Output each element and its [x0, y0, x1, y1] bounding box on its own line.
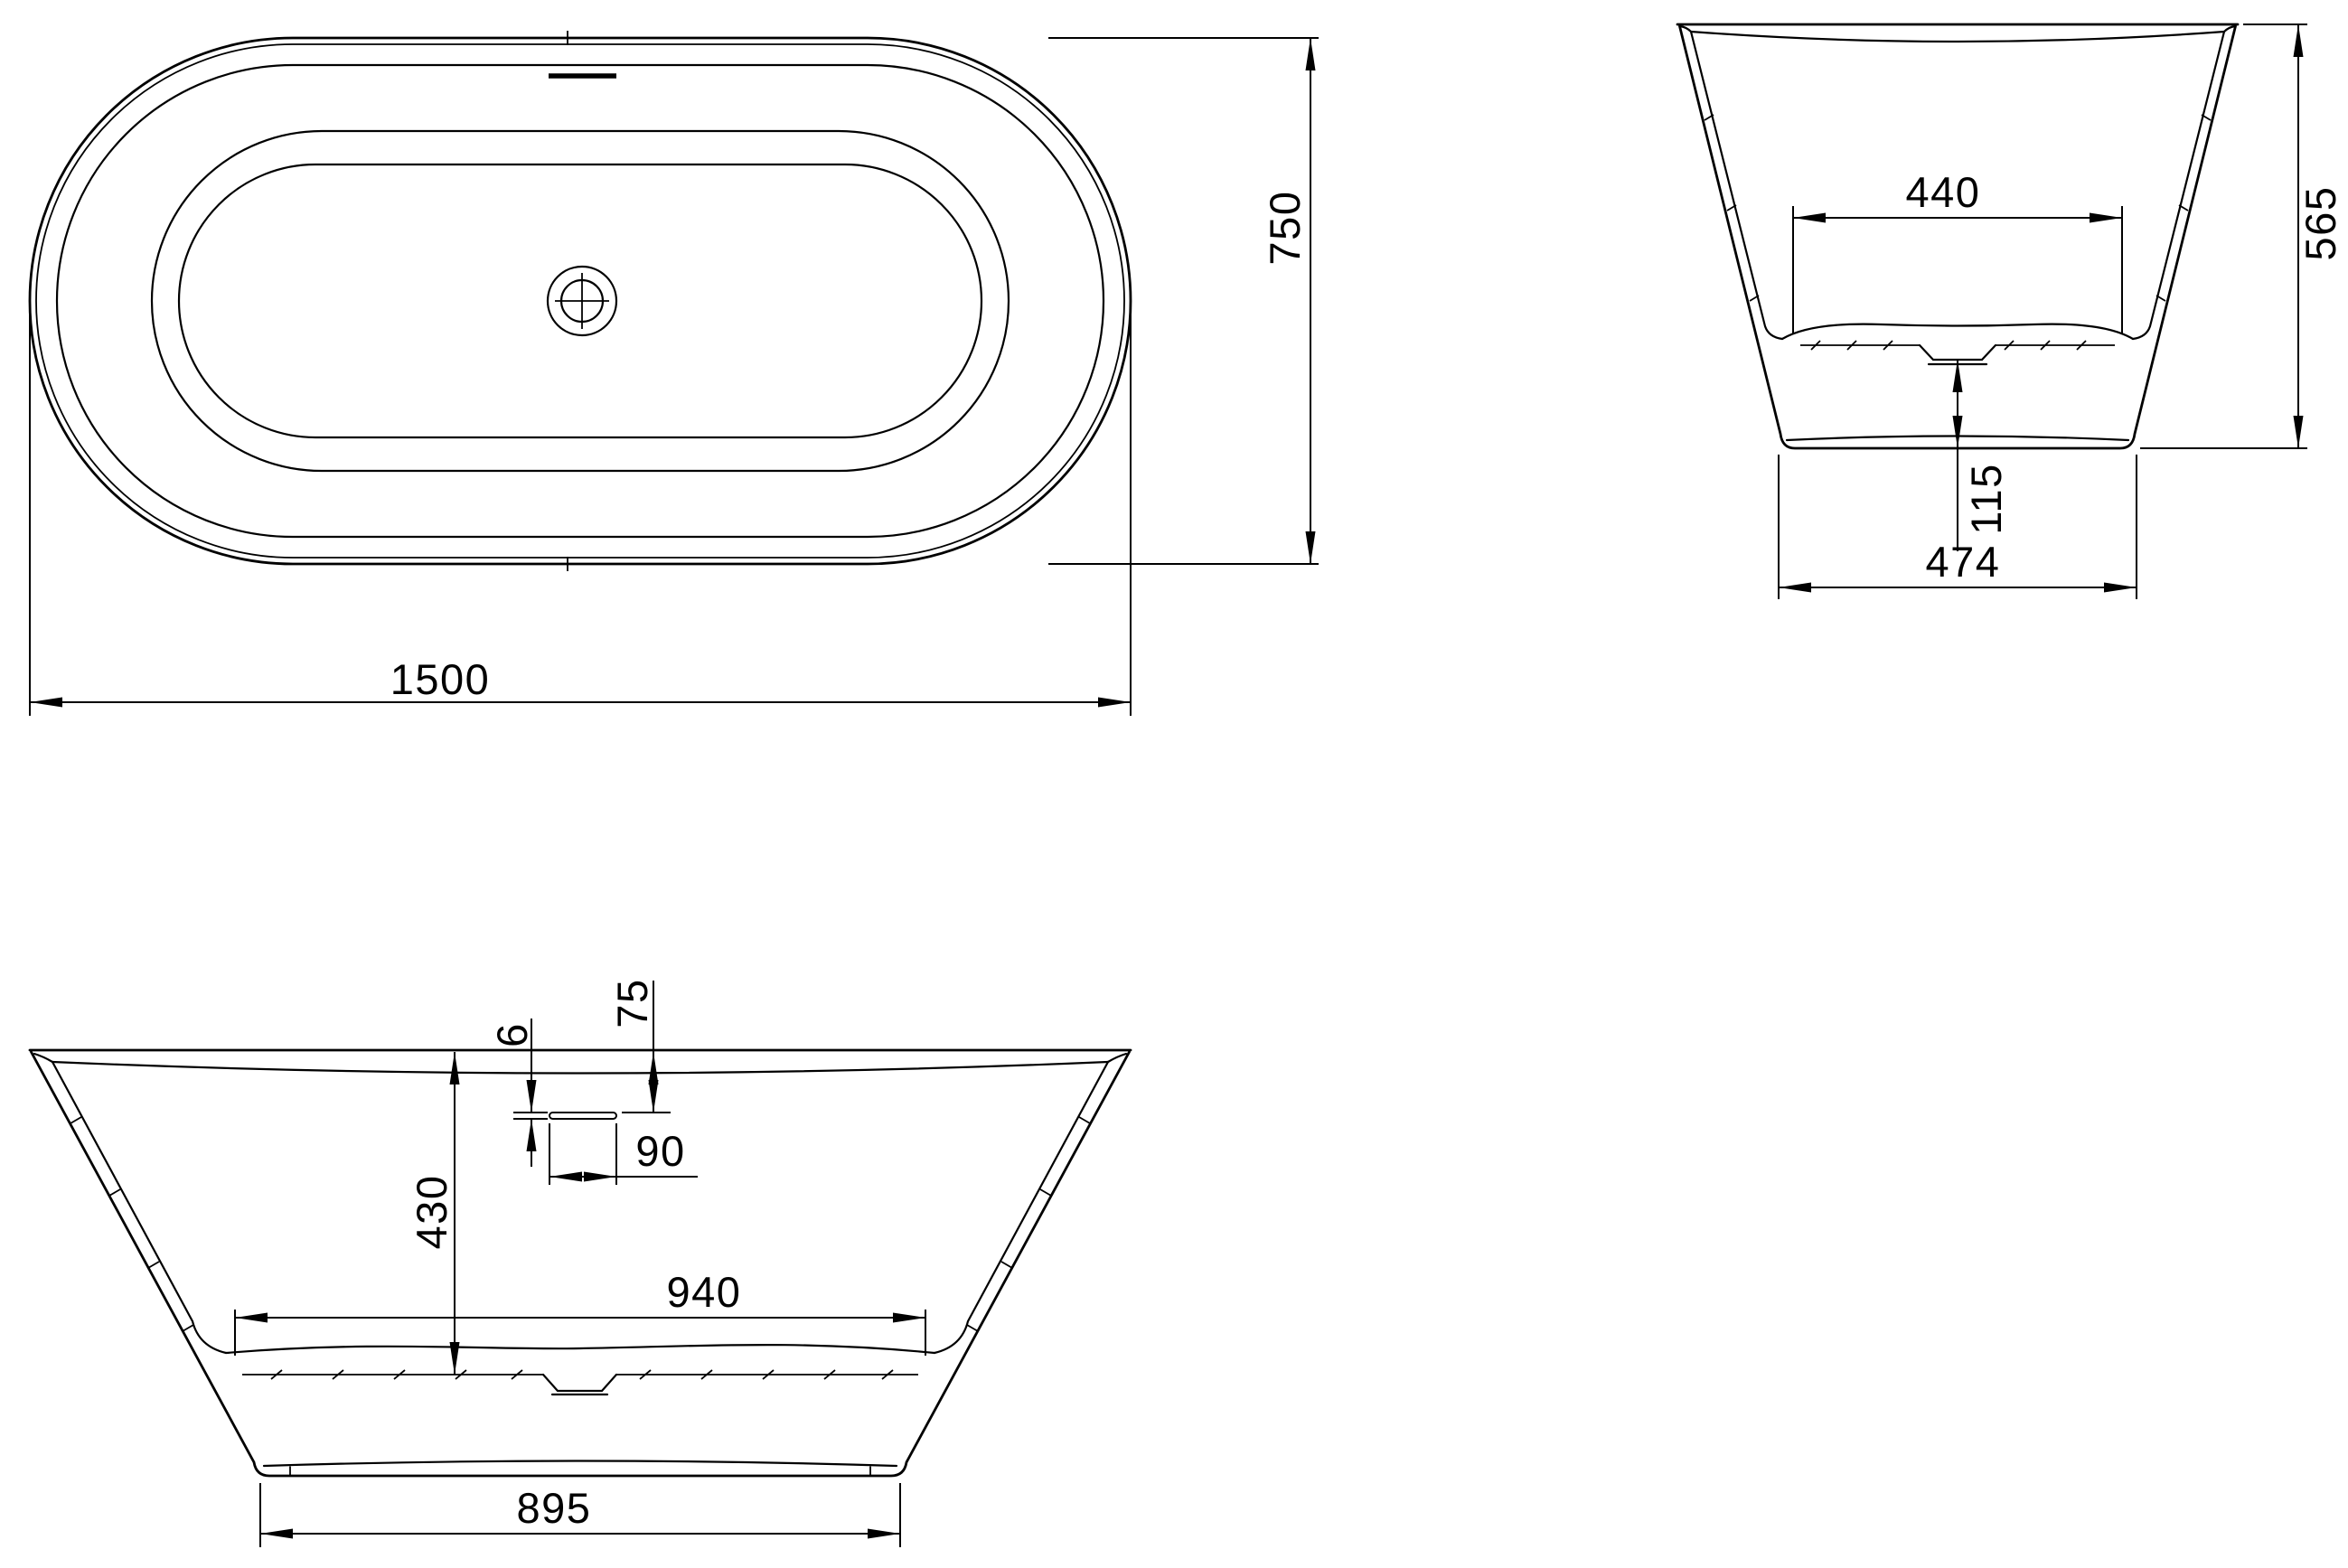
front-rim-lip: [51, 1060, 1110, 1075]
front-view: 6 75 90 430 940 895: [28, 978, 1132, 1547]
end-floor-width-label: 440: [1906, 168, 1981, 216]
dim-end-floor-width: 440: [1792, 168, 2123, 334]
front-depth-label: 430: [408, 1175, 456, 1250]
end-drain-offset-label: 115: [1962, 463, 2010, 534]
end-height-label: 565: [2296, 186, 2344, 261]
plan-view: 1500 750: [28, 31, 1319, 716]
drain-symbol: [546, 265, 618, 337]
plan-rim-edge: [35, 43, 1125, 559]
front-inner-wall-left: [51, 1060, 228, 1355]
end-wall-ticks: [1704, 114, 2212, 302]
plan-rim-inner-edge: [55, 63, 1105, 539]
plan-outer-rim: [28, 36, 1132, 566]
overflow-thickness-label: 6: [488, 1022, 536, 1047]
plan-width-label: 750: [1261, 191, 1309, 266]
front-base-length-label: 895: [517, 1484, 592, 1532]
overflow-depth-label: 75: [608, 978, 656, 1028]
front-floor-length-label: 940: [667, 1268, 742, 1316]
front-floor-line: [224, 1343, 936, 1355]
dim-plan-width: 750: [1048, 37, 1319, 565]
plan-basin-top-edge: [150, 129, 1010, 473]
front-overflow-slot: [549, 1112, 617, 1120]
front-rim-corner-right: [1106, 1052, 1128, 1064]
end-inner-wall-right: [2131, 30, 2226, 341]
overflow-width-label: 90: [635, 1127, 685, 1175]
front-wall-ticks: [70, 1116, 1091, 1332]
end-floor-line: [1780, 323, 2135, 341]
dim-end-drain-offset: 115: [1952, 360, 2010, 551]
front-floor-hatch: [242, 1369, 918, 1380]
plan-basin-floor-edge: [177, 163, 983, 439]
dim-overflow-width: 90: [549, 1123, 698, 1185]
dim-overflow-thickness: 6: [488, 1019, 548, 1167]
end-rim-lip: [1689, 30, 2226, 43]
front-outer-shell: [30, 1050, 1131, 1478]
end-drain-recess: [1918, 343, 1997, 361]
end-view: 440 565 115 474: [1676, 23, 2344, 599]
front-drain-recess: [541, 1373, 618, 1393]
end-floor-hatch: [1800, 340, 2115, 351]
end-base-width-label: 474: [1926, 538, 2001, 586]
dim-front-depth: 430: [408, 1052, 460, 1375]
dim-front-base-length: 895: [259, 1483, 901, 1547]
plan-length-label: 1500: [390, 655, 491, 703]
end-rim-corner-right: [2222, 24, 2237, 33]
front-base-ticks: [289, 1466, 871, 1476]
end-inner-wall-left: [1689, 30, 1784, 341]
dim-plan-length: 1500: [29, 315, 1132, 716]
dim-overflow-depth: 75: [608, 978, 671, 1113]
front-rim-corner-left: [33, 1052, 54, 1064]
end-rim-corner-left: [1678, 24, 1693, 33]
front-base-seam: [262, 1460, 898, 1468]
dim-end-base-width: 474: [1778, 455, 2137, 599]
dim-front-floor-length: 940: [234, 1268, 926, 1356]
front-inner-wall-right: [933, 1060, 1110, 1355]
dim-end-height: 565: [2140, 23, 2344, 449]
